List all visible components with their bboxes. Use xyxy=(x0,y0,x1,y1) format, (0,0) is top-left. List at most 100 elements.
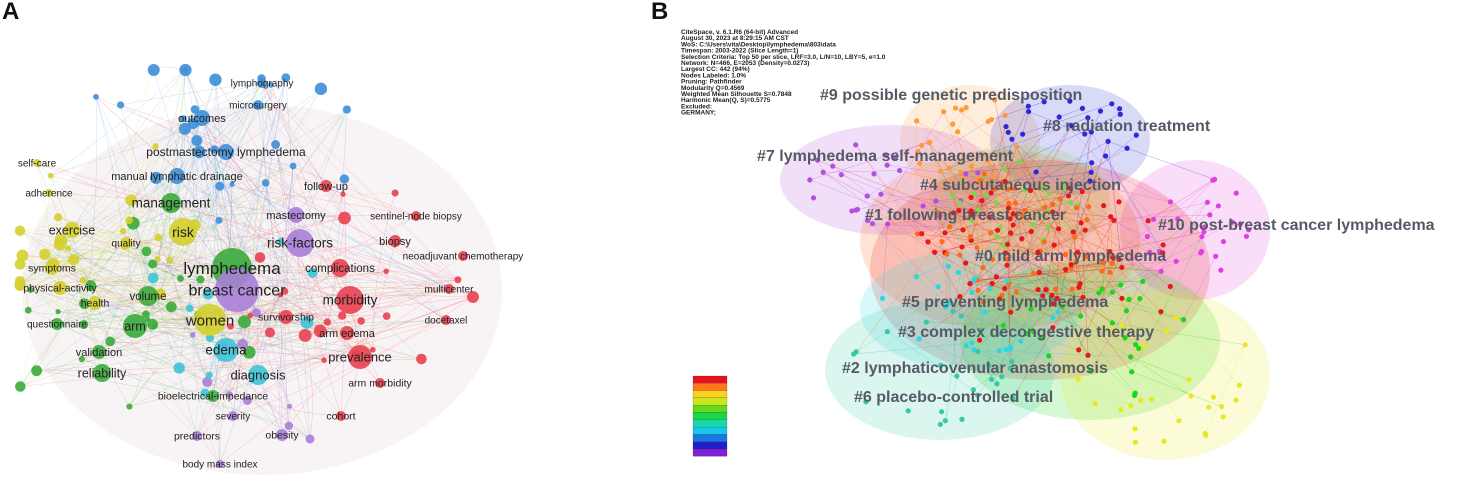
network-edge xyxy=(1142,281,1240,386)
cluster-node xyxy=(1140,278,1146,285)
network-edge xyxy=(19,146,156,289)
network-edge xyxy=(928,142,971,237)
cluster-node xyxy=(1089,160,1095,166)
network-edge xyxy=(958,202,997,211)
timeline-legend-swatch xyxy=(692,383,728,391)
network-edge xyxy=(59,244,221,465)
network-edge xyxy=(887,331,974,390)
keyword-label-validation: validation xyxy=(76,347,122,359)
network-edge xyxy=(36,146,156,371)
cluster-node xyxy=(932,249,938,255)
network-edge xyxy=(157,69,186,260)
cluster-node xyxy=(941,109,947,115)
network-edge xyxy=(990,106,1029,193)
network-edge xyxy=(81,358,205,394)
network-edge xyxy=(196,294,281,437)
cluster-node xyxy=(1067,98,1073,104)
network-edge xyxy=(935,200,991,234)
cluster-node xyxy=(1173,315,1179,321)
network-edge xyxy=(67,200,132,249)
cluster-node xyxy=(1220,414,1226,420)
keyword-node-sentinel-node-biopsy xyxy=(411,211,421,221)
cluster-node xyxy=(1016,158,1023,165)
network-edge xyxy=(182,88,322,233)
network-edge xyxy=(95,96,362,322)
keyword-node-multicenter xyxy=(444,284,454,294)
network-edge xyxy=(22,255,96,304)
metadata-line: Nodes Labeled: 1.0% xyxy=(681,72,746,79)
cluster-node xyxy=(1220,238,1227,245)
cluster-node xyxy=(879,295,886,302)
network-edge xyxy=(232,77,287,417)
network-edge xyxy=(232,77,287,417)
metadata-line: Pruning: Pathfinder xyxy=(681,79,742,86)
keyword-node xyxy=(338,211,351,225)
network-edge xyxy=(973,193,990,218)
network-edge xyxy=(1052,187,1064,205)
network-edge xyxy=(249,267,341,353)
cluster-node xyxy=(1116,199,1122,205)
network-edge xyxy=(977,348,1011,396)
cluster-node xyxy=(1161,438,1167,444)
keyword-node xyxy=(281,287,289,295)
keyword-node xyxy=(148,259,158,269)
cluster-node xyxy=(994,234,1000,240)
network-edge xyxy=(855,144,929,243)
cluster-hull-5-preventing-lymphedema xyxy=(860,250,1080,370)
cluster-node xyxy=(959,416,965,422)
network-edge xyxy=(146,185,327,252)
network-edge xyxy=(809,142,930,181)
network-edge xyxy=(991,101,1045,120)
cluster-node xyxy=(1076,284,1082,290)
network-edge xyxy=(129,324,153,407)
cluster-node xyxy=(915,148,921,155)
keyword-node xyxy=(173,362,185,374)
network-edge xyxy=(959,147,1017,297)
network-edge xyxy=(50,69,186,176)
cluster-node xyxy=(1002,178,1008,185)
network-edge xyxy=(147,79,216,297)
keyword-node-risk xyxy=(169,218,197,246)
network-edge xyxy=(955,107,1077,209)
network-edge xyxy=(109,82,263,342)
network-edge xyxy=(1111,179,1215,258)
cluster-node xyxy=(1144,233,1150,240)
keyword-node xyxy=(210,145,219,154)
network-edge xyxy=(887,244,1008,332)
network-edge xyxy=(207,381,342,417)
network-edge xyxy=(1074,220,1114,238)
network-edge xyxy=(980,180,1044,189)
timeline-legend-swatch xyxy=(692,419,728,428)
timeline-legend-swatch xyxy=(692,441,728,450)
cluster-node xyxy=(1092,401,1098,407)
keyword-node-cohort xyxy=(336,411,346,421)
cluster-node xyxy=(1133,342,1139,348)
network-edge xyxy=(1088,206,1139,349)
network-edge xyxy=(1012,283,1081,399)
network-edge xyxy=(1030,256,1112,310)
cluster-node xyxy=(1124,145,1130,151)
network-edge xyxy=(1009,219,1088,348)
network-edge xyxy=(934,231,1032,253)
cluster-node xyxy=(987,286,993,292)
cluster-node xyxy=(1136,345,1142,352)
cluster-node xyxy=(1073,205,1080,211)
network-edge xyxy=(1036,171,1171,203)
keyword-label-arm: arm xyxy=(124,319,146,333)
cluster-node xyxy=(968,194,974,201)
network-edge xyxy=(916,276,1000,352)
network-edge xyxy=(52,263,211,339)
network-edge xyxy=(56,323,180,369)
network-edge xyxy=(960,162,1092,173)
cluster-node xyxy=(919,231,925,237)
network-edge xyxy=(867,121,989,197)
cluster-node xyxy=(925,239,931,245)
network-edge xyxy=(66,248,83,360)
cluster-node xyxy=(807,177,813,183)
cluster-node xyxy=(1031,222,1037,228)
network-edge xyxy=(152,202,172,325)
network-edge xyxy=(921,145,998,237)
cluster-node xyxy=(919,142,925,149)
network-edge xyxy=(1039,215,1160,252)
cluster-node xyxy=(865,217,871,224)
